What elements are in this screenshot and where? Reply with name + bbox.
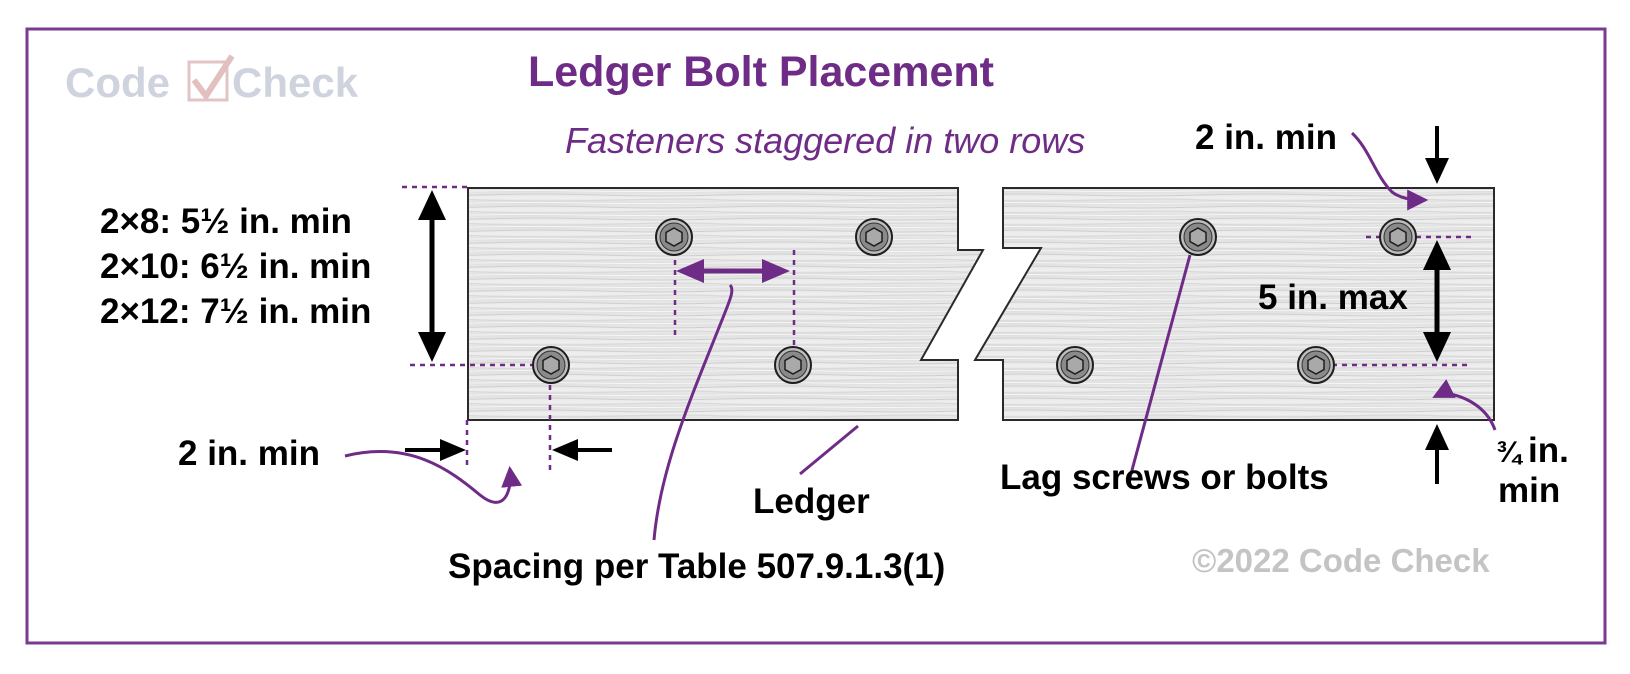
logo-word-check: Check bbox=[232, 59, 359, 106]
hex-bolt-icon bbox=[774, 346, 812, 384]
hex-bolt-icon bbox=[532, 346, 570, 384]
row-spacing-arrow bbox=[1423, 240, 1451, 362]
top-edge-arrow bbox=[1425, 126, 1449, 184]
hex-bolt-icon bbox=[1056, 346, 1094, 384]
logo: Code Check bbox=[65, 54, 359, 106]
bottom-edge-label-line1: in. bbox=[1528, 431, 1569, 470]
depth-label-2x8: 2×8: 5½ in. min bbox=[100, 202, 352, 241]
lag-screws-label: Lag screws or bolts bbox=[1000, 458, 1329, 497]
bottom-edge-label-line2: min bbox=[1498, 471, 1560, 510]
diagram-subtitle: Fasteners staggered in two rows bbox=[565, 120, 1085, 161]
hex-bolt-icon bbox=[1297, 346, 1335, 384]
hex-bolt-icon bbox=[1379, 218, 1417, 256]
ledger-board-left bbox=[467, 187, 985, 421]
depth-label-2x12: 2×12: 7½ in. min bbox=[100, 292, 371, 331]
leader-lines bbox=[344, 131, 1497, 541]
hex-bolt-icon bbox=[655, 218, 693, 256]
end-distance-label: 2 in. min bbox=[178, 434, 320, 473]
guide-lines bbox=[402, 185, 1472, 470]
bolt-spacing-arrow bbox=[676, 259, 790, 283]
ledger-board-right bbox=[973, 187, 1495, 421]
row-spacing-label: 5 in. max bbox=[1258, 278, 1408, 317]
hex-bolt-icon bbox=[1179, 218, 1217, 256]
end-distance-arrows bbox=[405, 439, 612, 461]
bottom-edge-fraction: ¾ bbox=[1496, 436, 1524, 469]
hex-bolt-icon bbox=[855, 218, 893, 256]
ledger-label: Ledger bbox=[753, 482, 870, 521]
top-edge-label: 2 in. min bbox=[1195, 118, 1337, 157]
bolt-group bbox=[532, 218, 1417, 384]
checkmark-icon bbox=[187, 54, 235, 102]
diagram-title: Ledger Bolt Placement bbox=[528, 48, 994, 96]
copyright-text: ©2022 Code Check bbox=[1192, 542, 1490, 579]
depth-dimension-arrow bbox=[418, 190, 446, 362]
logo-word-code: Code bbox=[65, 59, 170, 106]
bottom-edge-arrow bbox=[1425, 424, 1449, 484]
spacing-label: Spacing per Table 507.9.1.3(1) bbox=[448, 547, 945, 586]
depth-label-2x10: 2×10: 6½ in. min bbox=[100, 247, 371, 286]
